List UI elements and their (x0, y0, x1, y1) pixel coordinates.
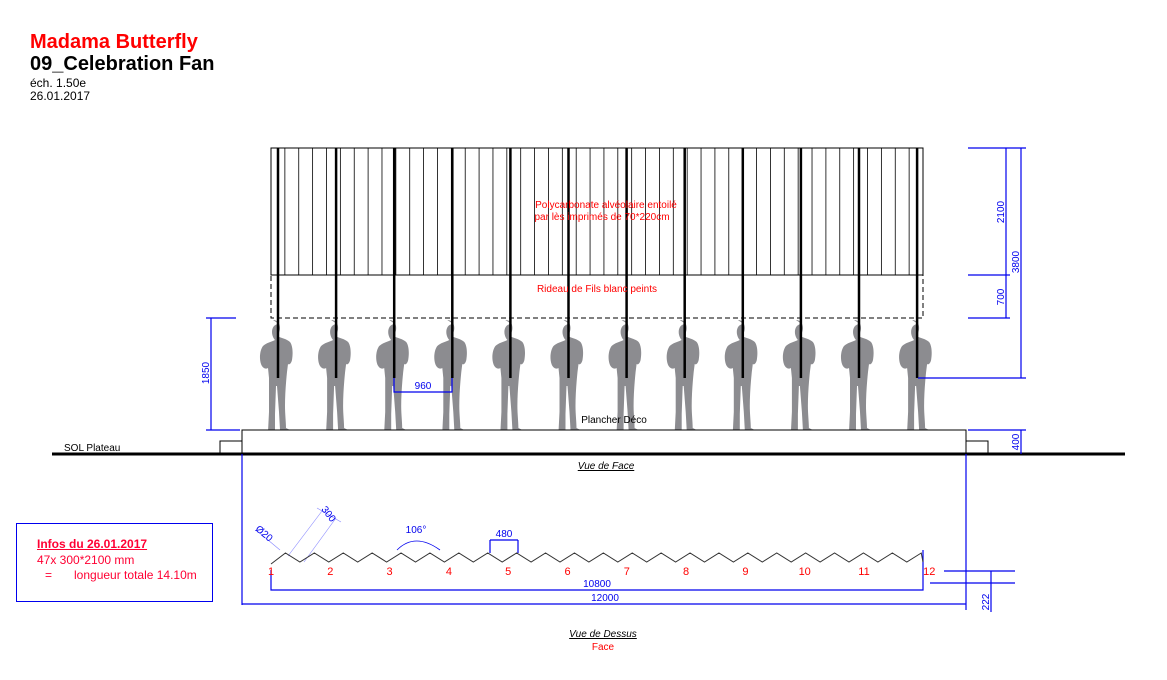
dim-pitch: 480 (496, 529, 513, 540)
pole-number: 9 (742, 566, 748, 578)
person-silhouette (840, 320, 874, 430)
info-title: Infos du 26.01.2017 (37, 537, 148, 551)
drawing-scale: éch. 1.50e (30, 76, 87, 90)
info-line-1: 47x 300*2100 mm (37, 553, 135, 567)
drawing-title: 09_Celebration Fan (30, 53, 215, 75)
stage-floor-label: SOL Plateau (64, 443, 120, 454)
curtain-label: Rideau de Fils blanc peints (537, 284, 657, 295)
dimension-lines (206, 147, 1026, 612)
top-view-sub: Face (592, 642, 615, 653)
dim-outer-length: 12000 (591, 593, 619, 604)
person-silhouette (782, 320, 816, 430)
pole-number: 1 (268, 566, 274, 578)
dim-curtain-height: 700 (996, 288, 1007, 305)
person-silhouette (666, 320, 700, 430)
platform (241, 429, 967, 455)
person-silhouette (376, 320, 409, 430)
top-view-label: Vue de Dessus (569, 629, 637, 640)
fan-panels (270, 147, 924, 276)
dim-depth: 222 (981, 593, 992, 610)
dim-panel-height: 2100 (996, 200, 1007, 223)
info-total: longueur totale 14.10m (74, 568, 197, 582)
dim-diameter: Ø20 (253, 524, 275, 545)
panel-note-2: par lès imprimés de 70*220cm (534, 212, 669, 223)
dim-inner-length: 10800 (583, 579, 611, 590)
poles (276, 148, 919, 378)
info-line-2: = longueur totale 14.10m (45, 568, 197, 582)
panel-note-1: Polycarbonate alvéolaire entoilé (535, 200, 677, 211)
platform-label: Plancher Déco (581, 415, 647, 426)
dim-pole-spacing: 960 (415, 381, 432, 392)
curtain-outline (270, 274, 924, 319)
info-equals: = (45, 568, 53, 582)
pole-number: 6 (564, 566, 570, 578)
drawing-date: 26.01.2017 (30, 89, 91, 103)
info-box: Infos du 26.01.2017 47x 300*2100 mm = lon… (16, 523, 213, 602)
pole-number: 8 (683, 566, 689, 578)
platform-steps (219, 440, 989, 454)
pole-number: 5 (505, 566, 511, 578)
pole-number: 4 (446, 566, 452, 578)
dim-panel-width: 300 (318, 504, 337, 524)
dim-total-height: 3800 (1011, 250, 1022, 273)
pole-number: 7 (624, 566, 630, 578)
front-view-label: Vue de Face (578, 461, 635, 472)
person-silhouette (259, 320, 293, 430)
dim-person-height: 1850 (201, 361, 212, 384)
production-title: Madama Butterfly (30, 31, 198, 53)
dim-platform-height: 400 (1011, 433, 1022, 450)
person-silhouette (899, 320, 932, 430)
dim-angle: 106° (406, 525, 427, 536)
pole-number: 2 (327, 566, 333, 578)
title-block: Madama Butterfly 09_Celebration Fan éch.… (30, 32, 215, 102)
panel-outline (270, 147, 924, 276)
person-silhouette (434, 320, 467, 430)
person-silhouette (550, 320, 584, 430)
pole-number: 10 (799, 566, 811, 578)
pole-number: 12 (923, 566, 935, 578)
fan-zigzag-plan (270, 552, 924, 565)
pole-number: 3 (387, 566, 393, 578)
person-silhouette (724, 320, 758, 430)
person-silhouette (492, 320, 525, 430)
pole-number: 11 (858, 566, 869, 578)
person-silhouette (318, 320, 351, 430)
